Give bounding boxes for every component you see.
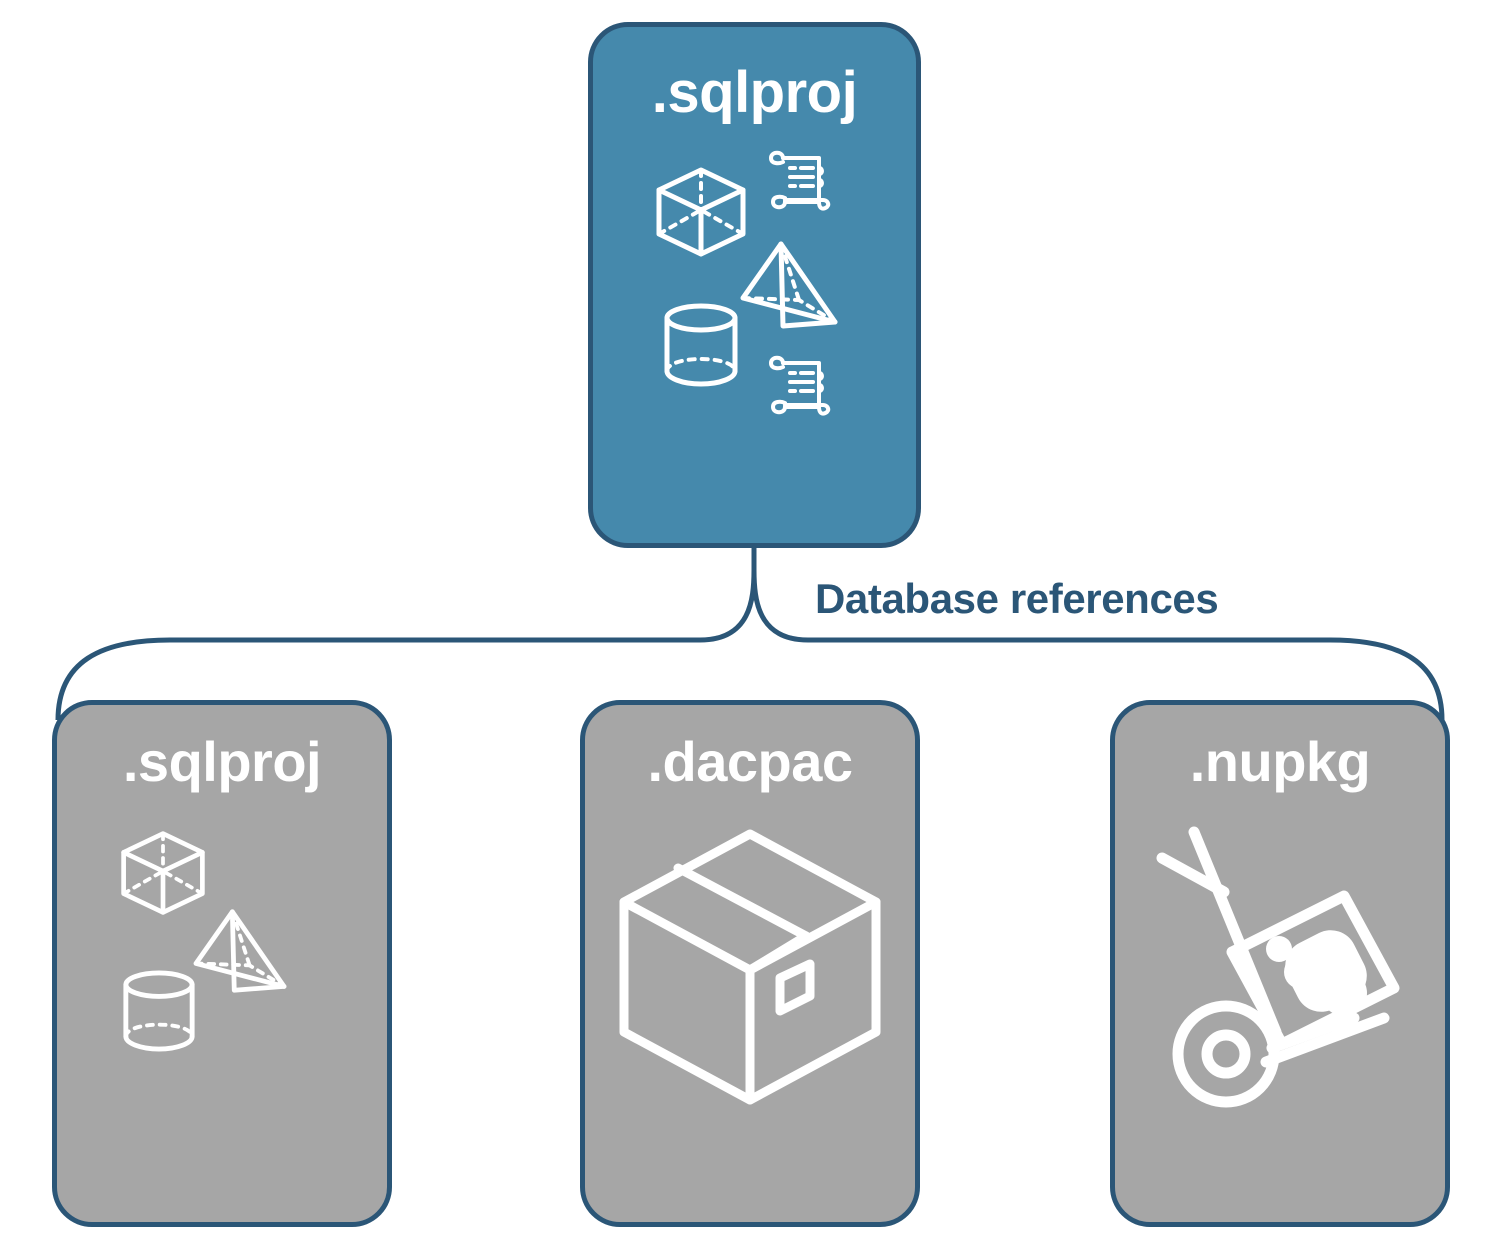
root-card-icon-group xyxy=(645,146,865,416)
cube-icon xyxy=(656,167,745,257)
script-scroll-icon xyxy=(768,355,830,416)
hand-truck-package-icon xyxy=(1156,826,1400,1108)
card-reference-nupkg[interactable]: .nupkg xyxy=(1110,700,1450,1227)
card-reference-sqlproj[interactable]: .sqlproj xyxy=(52,700,392,1227)
sqlproj-ref-icon-group xyxy=(82,816,362,1116)
pyramid-icon xyxy=(193,909,287,993)
nupkg-ref-icon-group xyxy=(1140,816,1420,1116)
card-title-dacpac-ref: .dacpac xyxy=(647,730,853,793)
card-reference-dacpac[interactable]: .dacpac xyxy=(580,700,920,1227)
cylinder-icon xyxy=(664,303,737,387)
script-scroll-icon xyxy=(768,150,830,211)
card-title-nupkg-ref: .nupkg xyxy=(1189,730,1371,793)
card-title-sqlproj-root: .sqlproj xyxy=(651,60,858,125)
cylinder-icon xyxy=(123,970,195,1052)
dacpac-ref-icon-group xyxy=(610,816,890,1116)
cube-icon xyxy=(121,831,205,915)
database-references-connector xyxy=(55,545,1445,720)
pyramid-icon xyxy=(740,241,837,329)
card-sqlproj-root[interactable]: .sqlproj xyxy=(588,22,921,548)
card-title-sqlproj-ref: .sqlproj xyxy=(122,730,322,793)
shipping-box-icon xyxy=(619,829,881,1105)
connector-label-database-references: Database references xyxy=(815,575,1219,622)
